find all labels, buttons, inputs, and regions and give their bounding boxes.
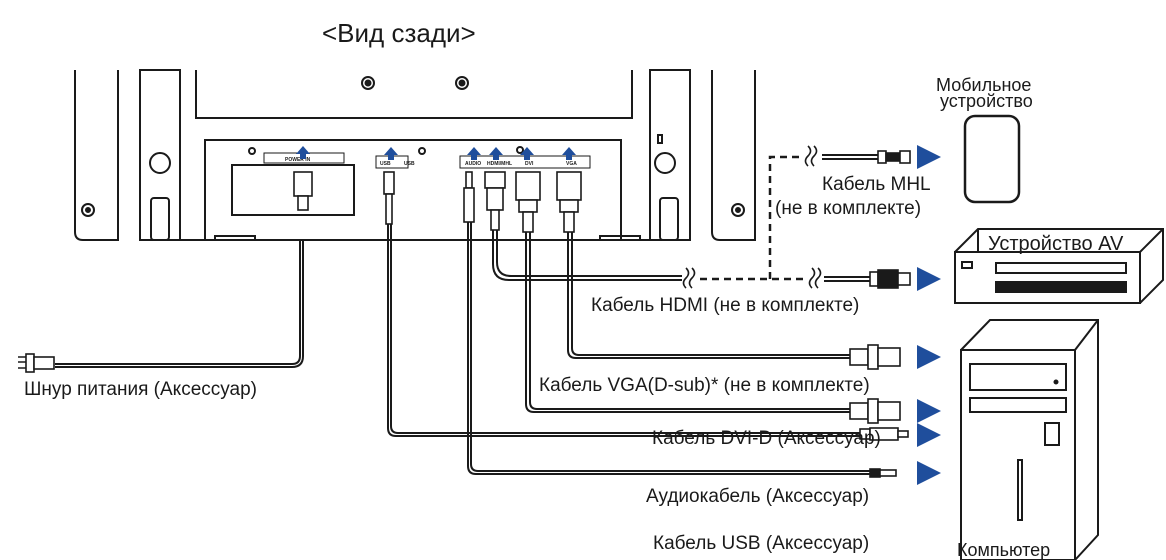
output-arrows <box>917 145 941 485</box>
dashed-links <box>700 155 806 281</box>
power-cord-label: Шнур питания (Аксессуар) <box>24 379 257 400</box>
port-label-power-in: POWER IN <box>285 157 311 163</box>
vga-cable-label: Кабель VGA(D-sub)* (не в комплекте) <box>539 375 870 396</box>
av-device-icon <box>954 228 1164 304</box>
audio-cable-label: Аудиокабель (Аксессуар) <box>646 486 869 507</box>
cable-end-connectors <box>18 150 911 478</box>
computer-tower-icon <box>960 319 1099 560</box>
mobile-device-label-1: Мобильное <box>936 75 1031 95</box>
mobile-device-label-2: устройство <box>940 91 1033 111</box>
mobile-device-icon <box>963 114 1021 204</box>
dvi-cable-label: Кабель DVI-D (Аксессуар) <box>652 428 881 449</box>
port-label-audio: AUDIO <box>465 161 481 167</box>
port-label-hdmi-mhl: HDMI/MHL <box>487 161 512 167</box>
monitor-plugs <box>293 171 582 233</box>
hdmi-cable-label: Кабель HDMI (не в комплекте) <box>591 295 859 316</box>
port-label-usb-up: USB <box>380 161 391 167</box>
cables <box>55 154 878 475</box>
usb-cable-label: Кабель USB (Аксессуар) <box>653 533 869 554</box>
computer-label: Компьютер <box>957 540 1050 560</box>
mhl-cable-label-1: Кабель MHL <box>822 174 931 195</box>
port-label-usb-down: USB <box>404 161 415 167</box>
monitor-back <box>74 69 756 241</box>
diagram-title: <Вид сзади> <box>322 18 476 48</box>
cable-breaks <box>682 145 822 289</box>
port-arrows <box>296 146 576 160</box>
mhl-cable-label-2: (не в комплекте) <box>775 198 921 219</box>
av-device-label: Устройство AV <box>988 233 1124 255</box>
port-label-dvi: DVI <box>525 161 534 167</box>
port-label-vga: VGA <box>566 161 577 167</box>
